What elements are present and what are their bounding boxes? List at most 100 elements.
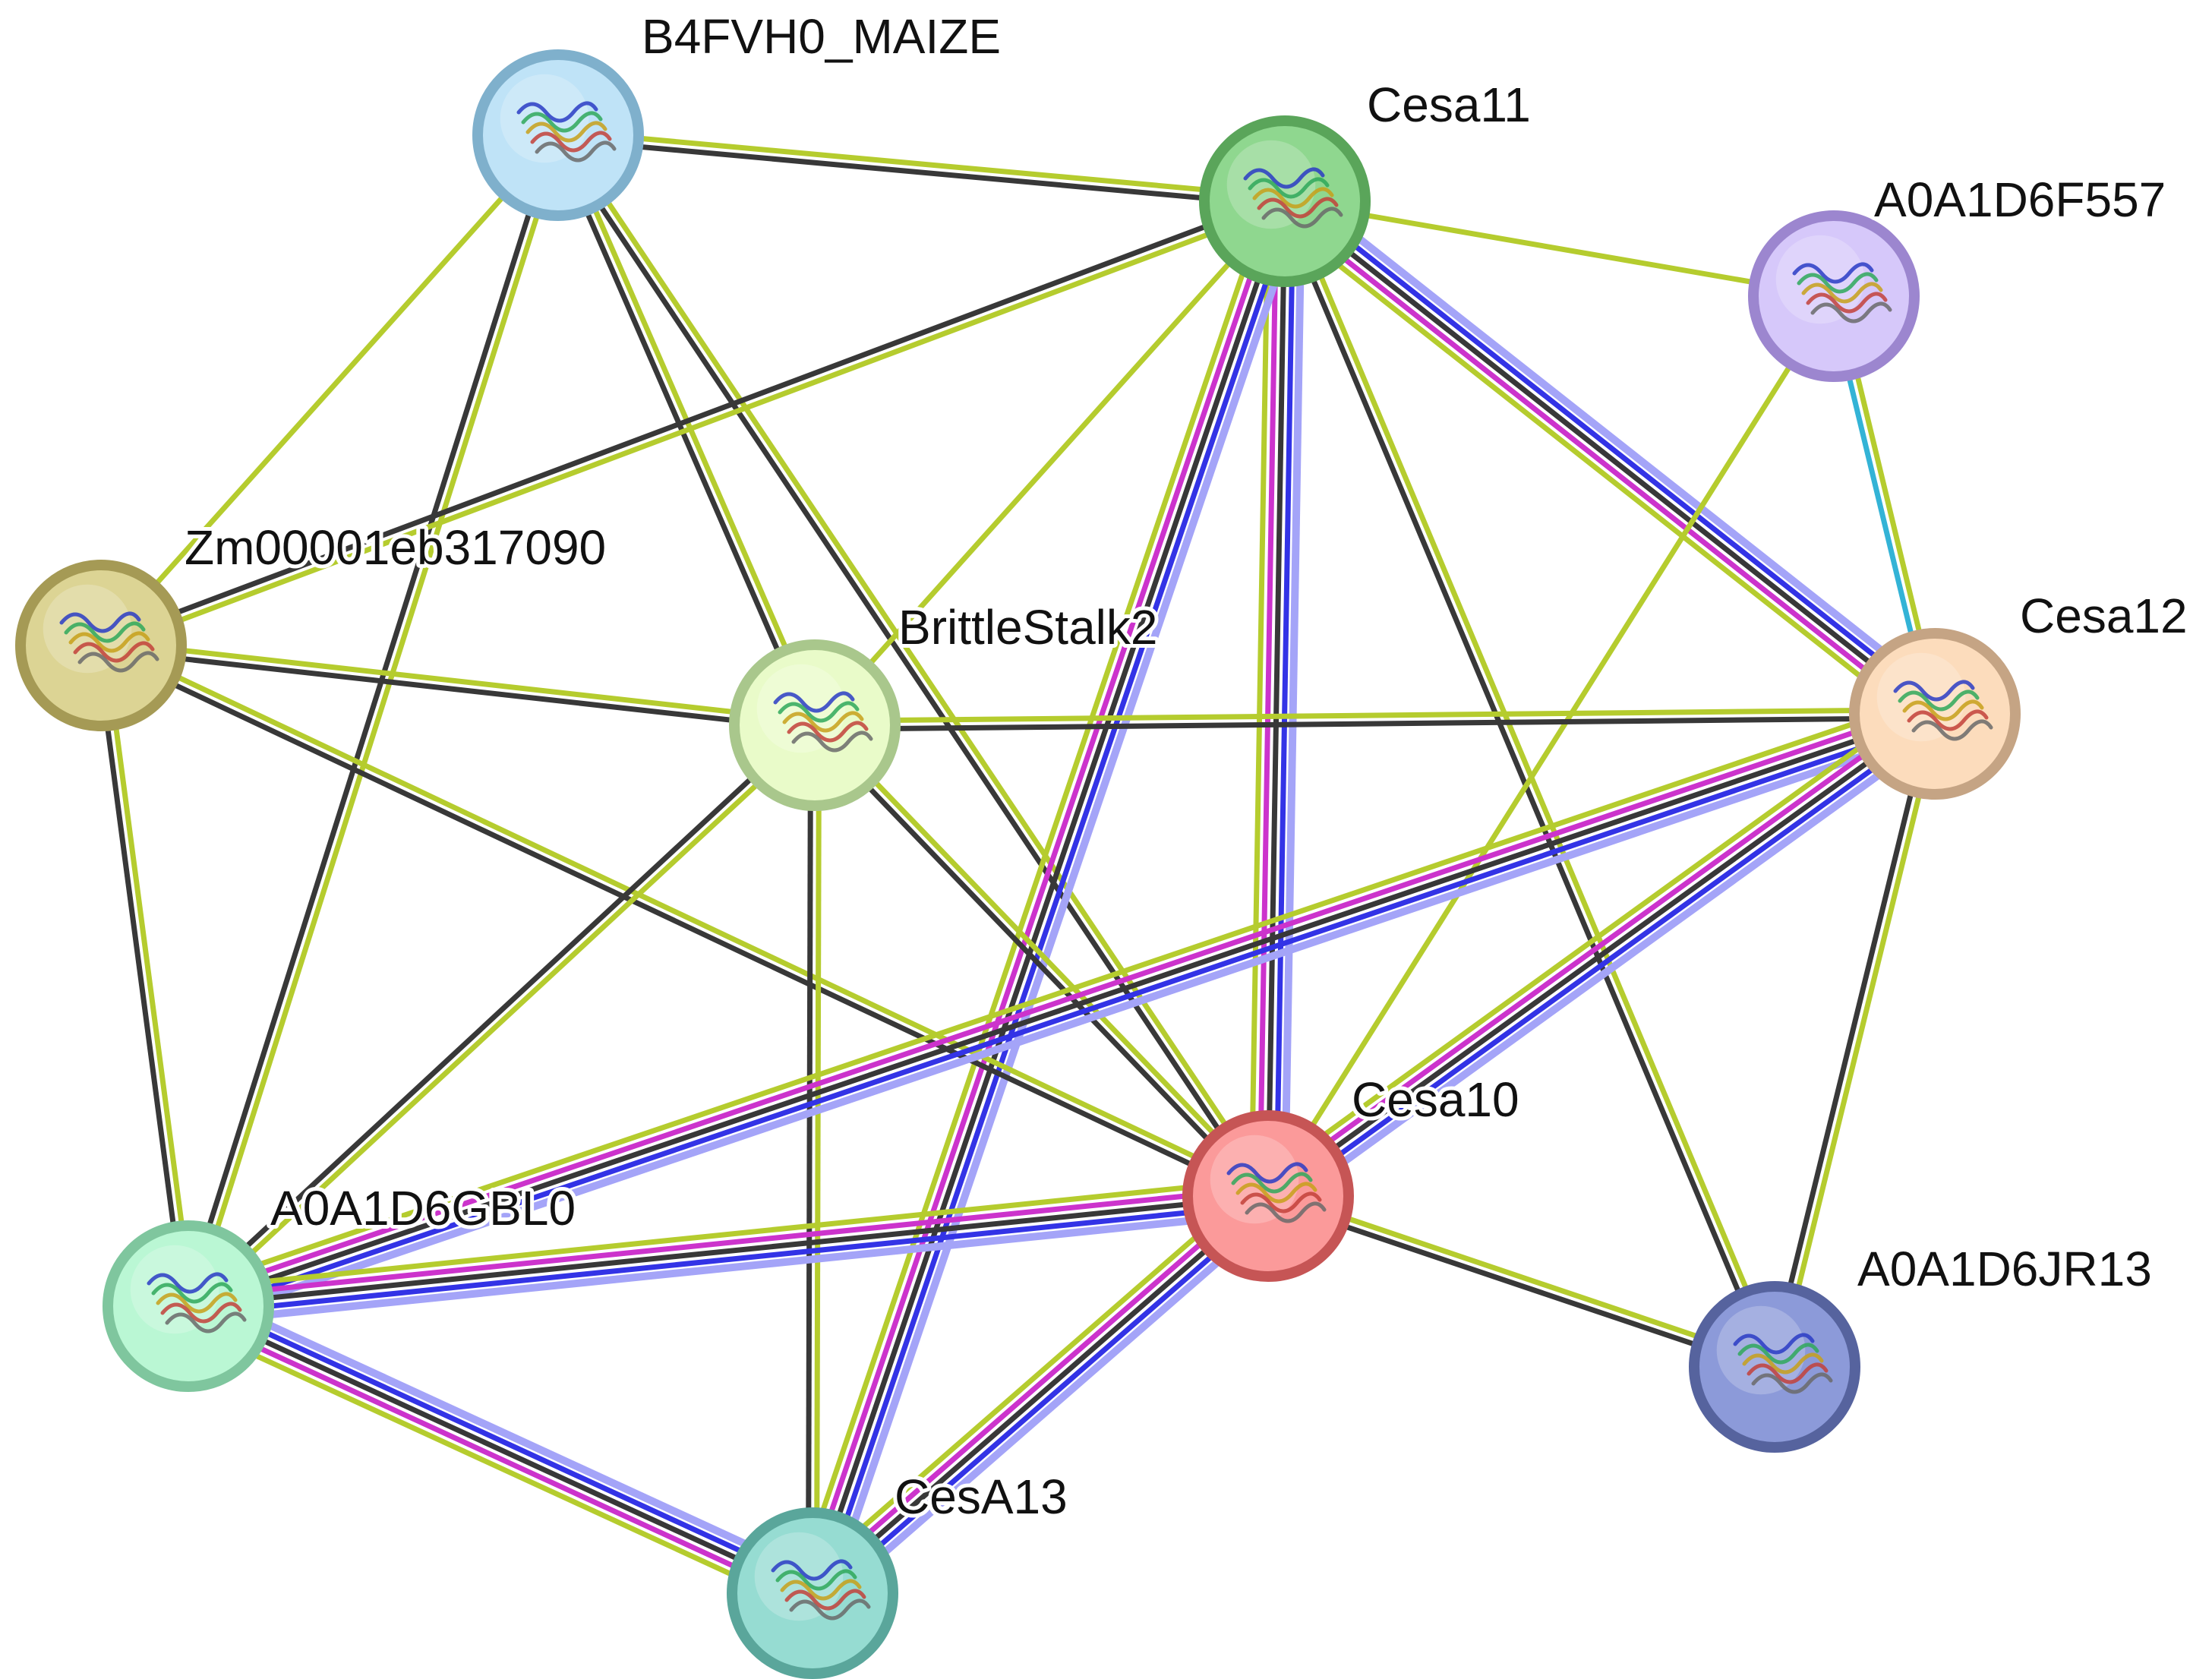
edge-strand-homology [194,1287,822,1582]
edge-B4FVH0_MAIZE-Zm00001eb317090[interactable] [99,133,560,648]
edge-strand-textmining [180,1318,807,1611]
edge-strand-experiments [1278,205,1932,723]
edge-Cesa12-Cesa10[interactable] [1257,698,1947,1213]
edge-strand-textmining [814,725,822,1594]
protein-structure-icon [773,691,873,753]
node-label-Cesa10: Cesa10 [1352,1072,1519,1127]
node-A0A1D6JR13[interactable] [1689,1281,1860,1453]
edge-Cesa12-A0A1D6GBL0[interactable] [181,695,1942,1326]
edge-strand-homology [192,726,1942,1326]
edge-strand-coexpression [98,646,1268,1203]
edge-BrittleStalk2-Cesa10[interactable] [809,720,1273,1201]
labels-layer: B4FVH0_MAIZECesa11A0A1D6F557Zm00001eb317… [181,5,2191,1528]
edge-strand-coexpression [1266,712,1937,1198]
protein-structure-icon [516,101,617,163]
edge-strand-coexpression [181,133,557,1306]
edge-strand-coexpression [183,720,814,1305]
edge-Cesa10-A0A1D6JR13[interactable] [1266,1189,1777,1374]
edge-strand-experiments [185,703,1933,1301]
edge-strand-coexpression [806,724,813,1593]
edge-strand-databases [1288,192,1942,710]
node-label-A0A1D6GBL0: A0A1D6GBL0 [270,1181,576,1236]
node-label-Cesa11: Cesa11 [1367,77,1531,132]
node-A0A1D6GBL0[interactable] [103,1220,274,1392]
edge-strand-coexpression [809,726,1267,1201]
edge-strand-databases [1271,718,1942,1205]
edge-strand-databases [190,719,1939,1317]
protein-structure-icon [771,1559,871,1621]
edge-A0A1D6GBL0-CesA13[interactable] [180,1287,822,1611]
edge-strand-textmining [559,131,1274,1195]
edge-strand-coexpression [809,200,1288,1595]
edge-strand-homology [189,1208,1270,1327]
node-label-CesA13: CesA13 [895,1469,1068,1524]
edge-strand-textmining [1273,212,1926,730]
edge-strand-textmining [99,133,560,648]
edge-strand-textmining [813,199,1287,727]
edge-strand-experiments [805,1188,1265,1589]
edge-strand-textmining [558,128,1286,200]
edge-Zm00001eb317090-A0A1D6GBL0[interactable] [94,644,195,1308]
node-Cesa10[interactable] [1182,1110,1354,1282]
edge-Cesa11-A0A1D6F557[interactable] [1284,198,1835,299]
edge-strand-textmining [186,1176,1267,1292]
edge-Cesa11-Zm00001eb317090[interactable] [98,194,1288,652]
node-label-Cesa12: Cesa12 [2020,589,2188,643]
edge-BrittleStalk2-A0A1D6GBL0[interactable] [183,720,820,1311]
edge-strand-coexpression [187,1303,814,1596]
edge-strand-coexpression [1768,712,1934,1367]
edge-A0A1D6F557-Cesa10[interactable] [1266,295,1836,1198]
edge-strand-coexpression [557,136,1285,208]
edge-strand-coexpression [1266,1197,1775,1374]
node-A0A1D6F557[interactable] [1748,210,1920,382]
edge-Cesa11-BrittleStalk2[interactable] [813,199,1287,727]
node-B4FVH0_MAIZE[interactable] [472,49,644,221]
node-label-BrittleStalk2: BrittleStalk2 [898,600,1157,655]
edge-strand-textmining [1268,1189,1777,1366]
edge-strand-textmining [102,644,195,1306]
edge-strand-databases [191,1296,818,1589]
edge-strand-textmining [189,726,820,1311]
edge-strand-databases [818,203,1295,1597]
edge-strand-coexpression [94,645,188,1308]
node-label-A0A1D6F557: A0A1D6F557 [1874,172,2166,227]
edge-B4FVH0_MAIZE-Cesa10[interactable] [552,131,1274,1201]
edge-strand-coexpression [1265,200,1288,1197]
edge-strand-coexpression [98,194,1285,645]
edge-Zm00001eb317090-BrittleStalk2[interactable] [100,639,816,732]
edge-Cesa11-CesA13[interactable] [794,194,1305,1600]
edge-strand-experiments [183,1311,810,1604]
protein-structure-icon [1792,262,1892,323]
edge-strand-textmining [1775,714,1942,1369]
edge-strand-textmining [1266,295,1836,1198]
edge-Cesa11-Cesa12[interactable] [1273,185,1948,730]
edge-strand-coexpression [552,136,1267,1201]
edge-Cesa12-A0A1D6JR13[interactable] [1768,712,1942,1369]
edge-Zm00001eb317090-Cesa10[interactable] [98,639,1271,1203]
edge-strand-experiments [802,197,1280,1592]
edge-BrittleStalk2-Cesa12[interactable] [814,707,1936,732]
edge-B4FVH0_MAIZE-Cesa11[interactable] [557,128,1286,208]
protein-structure-icon [1893,680,1993,741]
edge-Cesa10-A0A1D6GBL0[interactable] [186,1176,1270,1327]
node-Cesa11[interactable] [1199,115,1371,287]
edge-B4FVH0_MAIZE-A0A1D6GBL0[interactable] [181,133,565,1308]
edge-strand-databases [1273,201,1296,1197]
edge-strand-textmining [189,135,565,1308]
node-BrittleStalk2[interactable] [729,639,901,811]
node-Zm00001eb317090[interactable] [15,560,187,731]
edge-strand-textmining [101,639,816,724]
edge-strand-textmining [794,194,1272,1589]
edge-Cesa10-CesA13[interactable] [800,1181,1282,1609]
edge-strand-textmining [814,707,1935,724]
node-CesA13[interactable] [727,1507,898,1679]
edge-strand-textmining [101,639,1271,1195]
protein-structure-icon [1226,1162,1327,1223]
edge-strand-textmining [1248,200,1271,1196]
node-label-B4FVH0_MAIZE: B4FVH0_MAIZE [642,9,1001,64]
node-Cesa12[interactable] [1849,628,2021,800]
edge-BrittleStalk2-CesA13[interactable] [806,724,822,1594]
edge-Cesa11-Cesa10[interactable] [1248,200,1305,1197]
edge-strand-experiments [1257,200,1280,1196]
